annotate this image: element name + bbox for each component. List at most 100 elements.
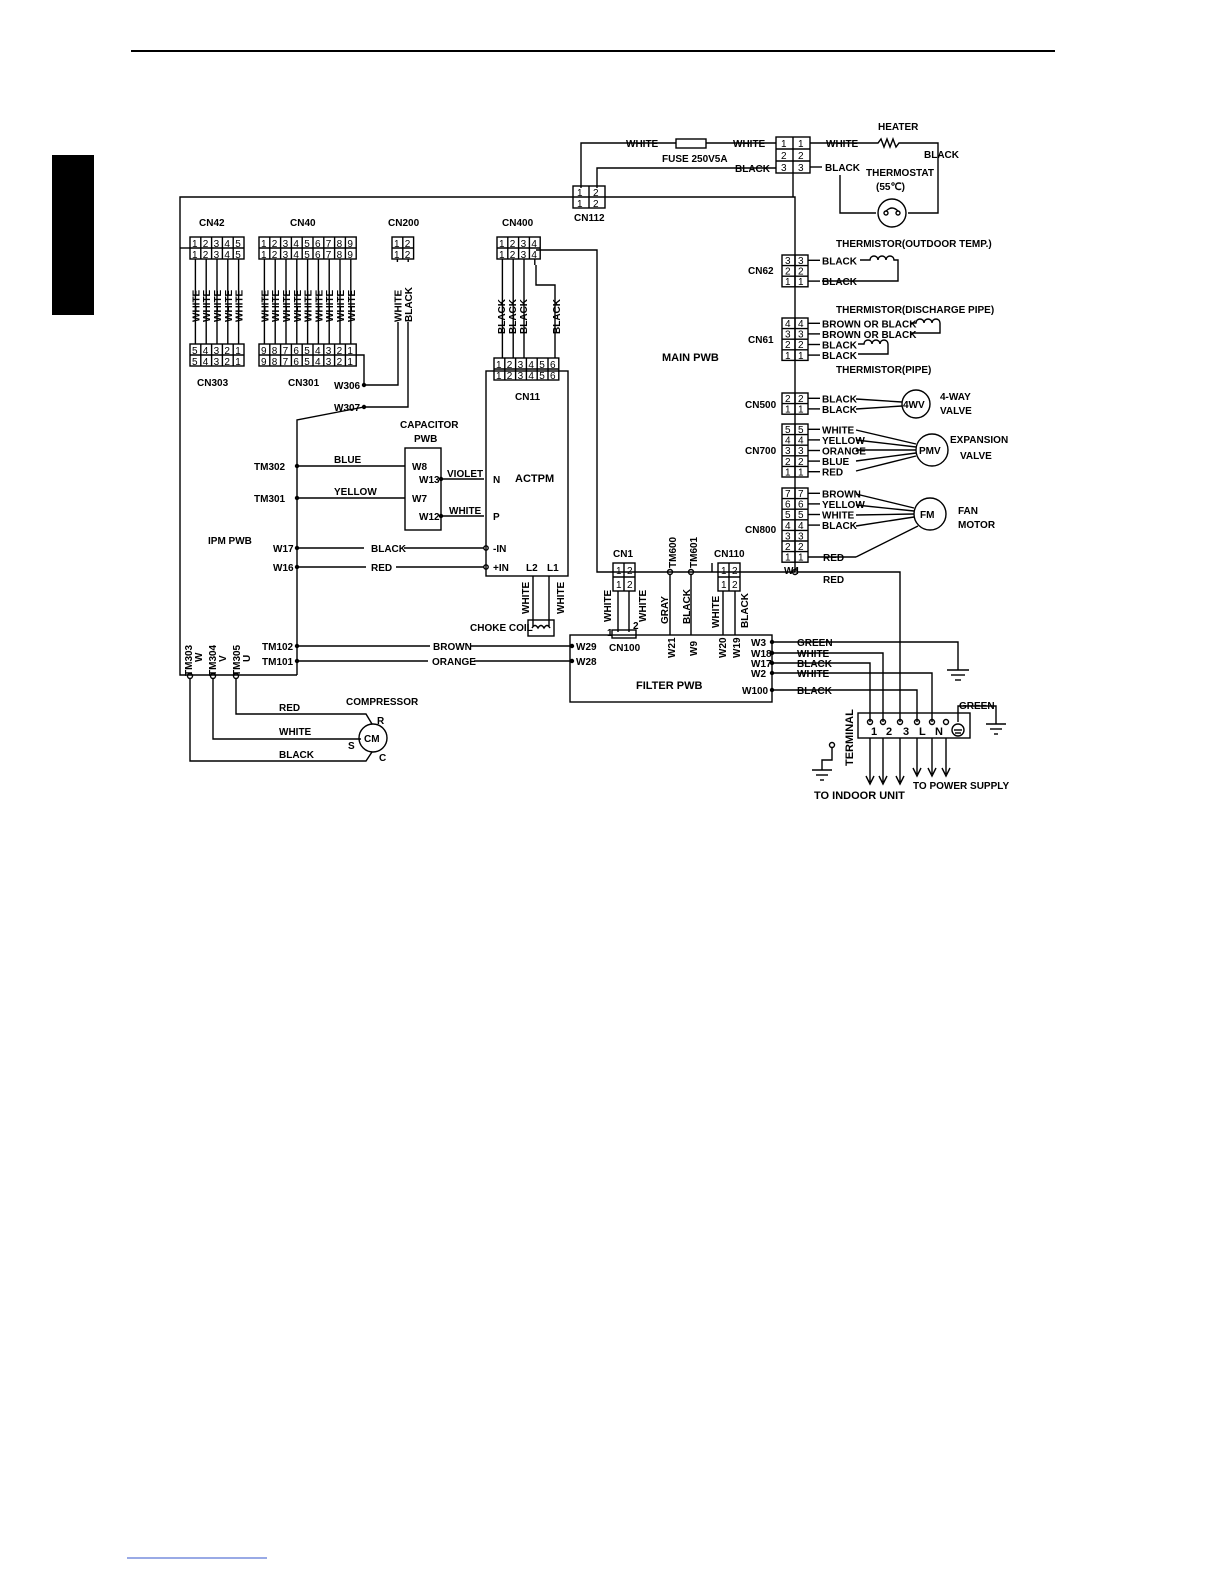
pin: 1 — [347, 357, 353, 368]
pin: 1 — [785, 553, 791, 564]
to-power-label: TO POWER SUPPLY — [913, 781, 1009, 792]
wire-label: BROWN OR BLACK — [822, 330, 917, 341]
actpm-label: ACTPM — [515, 473, 554, 485]
pin: 8 — [272, 346, 278, 357]
terminal-3: 3 — [903, 726, 909, 738]
thermistor-pipe-icon — [858, 339, 889, 355]
terminal-label: TM303 — [184, 644, 195, 676]
pin: 5 — [785, 425, 791, 436]
wire-label: WHITE — [393, 289, 404, 322]
wire-label: BLACK — [822, 277, 858, 288]
terminal-label: P — [493, 512, 500, 523]
pin: 3 — [518, 371, 524, 382]
wire-label: YELLOW — [822, 500, 865, 511]
wire-label: BLACK — [371, 544, 407, 555]
pin: 2 — [272, 250, 278, 261]
pin: 1 — [192, 250, 198, 261]
thermistor-outdoor-label: THERMISTOR(OUTDOOR TEMP.) — [836, 239, 992, 250]
pin: 2 — [785, 542, 791, 553]
thermostat-icon — [877, 198, 907, 228]
wire-label: WHITE — [797, 669, 830, 680]
capacitor-label: CAPACITOR — [400, 420, 459, 431]
cn61-label: CN61 — [748, 335, 774, 346]
pin: 3 — [785, 446, 791, 457]
wire-label: WHITE — [293, 289, 304, 322]
pin: 2 — [510, 250, 516, 261]
pin: 4 — [798, 319, 804, 330]
pin: 1 — [798, 553, 804, 564]
wire-label: YELLOW — [822, 436, 865, 447]
wire-label: WHITE — [638, 589, 649, 622]
wire-label: BLACK — [735, 164, 771, 175]
terminal-label: W28 — [576, 657, 597, 668]
wire-label: WHITE — [797, 649, 830, 660]
pin: 3 — [798, 163, 804, 174]
wire-label: BLACK — [279, 750, 315, 761]
pin: 3 — [518, 360, 524, 371]
pin: 4 — [315, 346, 321, 357]
wire-label: BLACK — [404, 286, 415, 322]
pin: 3 — [785, 330, 791, 341]
pin: 4 — [224, 250, 230, 261]
wire-label: BLACK — [822, 341, 858, 352]
pin: 3 — [214, 250, 220, 261]
pin: 6 — [315, 239, 321, 250]
capacitor-label: PWB — [414, 434, 437, 445]
earth-terminal-icon — [951, 723, 965, 737]
pin: 6 — [293, 357, 299, 368]
cn110-label: CN110 — [714, 549, 745, 560]
cn40-label: CN40 — [290, 218, 316, 229]
pin: 5 — [304, 239, 310, 250]
wire-label: BLACK — [508, 298, 519, 334]
terminal-label: TM101 — [262, 657, 294, 668]
wire-label: WHITE — [279, 727, 312, 738]
thermistor-discharge-icon — [910, 318, 941, 334]
pin: 4 — [203, 346, 209, 357]
pin: 2 — [224, 357, 230, 368]
device-label: 4-WAY — [940, 392, 971, 403]
pin: 7 — [326, 250, 332, 261]
pin: 3 — [785, 531, 791, 542]
pin: 8 — [337, 250, 343, 261]
wire-label: WHITE — [711, 595, 722, 628]
pin: 2 — [272, 239, 278, 250]
pin: 2 — [798, 394, 804, 405]
terminal-label: -IN — [493, 544, 506, 555]
pin: 1 — [721, 580, 727, 591]
capacitor-pwb: CAPACITOR PWB W8 W7 W13 W12 VIOLET WHITE — [400, 420, 484, 531]
pin: 1 — [577, 188, 583, 199]
pin: 8 — [337, 239, 343, 250]
pin: 1 — [781, 139, 787, 150]
wire-label: RED — [279, 703, 300, 714]
w307-label: W307 — [334, 403, 361, 414]
pin: 2 — [507, 371, 513, 382]
pin: 4 — [315, 357, 321, 368]
pin: 9 — [347, 250, 353, 261]
wire-label: GREEN — [797, 638, 833, 649]
wire-label: BROWN — [433, 642, 472, 653]
pin: 2 — [732, 580, 738, 591]
thermistor-outdoor-icon — [822, 255, 899, 282]
pin: 3 — [798, 330, 804, 341]
pin: 5 — [785, 510, 791, 521]
terminal-label: TM301 — [254, 494, 286, 505]
pin: 7 — [798, 489, 804, 500]
pin: 9 — [347, 239, 353, 250]
pin: 2 — [633, 621, 639, 632]
pin: 3 — [521, 250, 527, 261]
terminal-label: W20 — [718, 637, 729, 658]
cn700-label: CN700 — [745, 446, 777, 457]
cn301-label: CN301 — [288, 378, 320, 389]
pin: 6 — [798, 500, 804, 511]
pin: 3 — [521, 239, 527, 250]
pin: 2 — [781, 151, 787, 162]
cn62-label: CN62 — [748, 266, 774, 277]
device-label: VALVE — [960, 451, 992, 462]
